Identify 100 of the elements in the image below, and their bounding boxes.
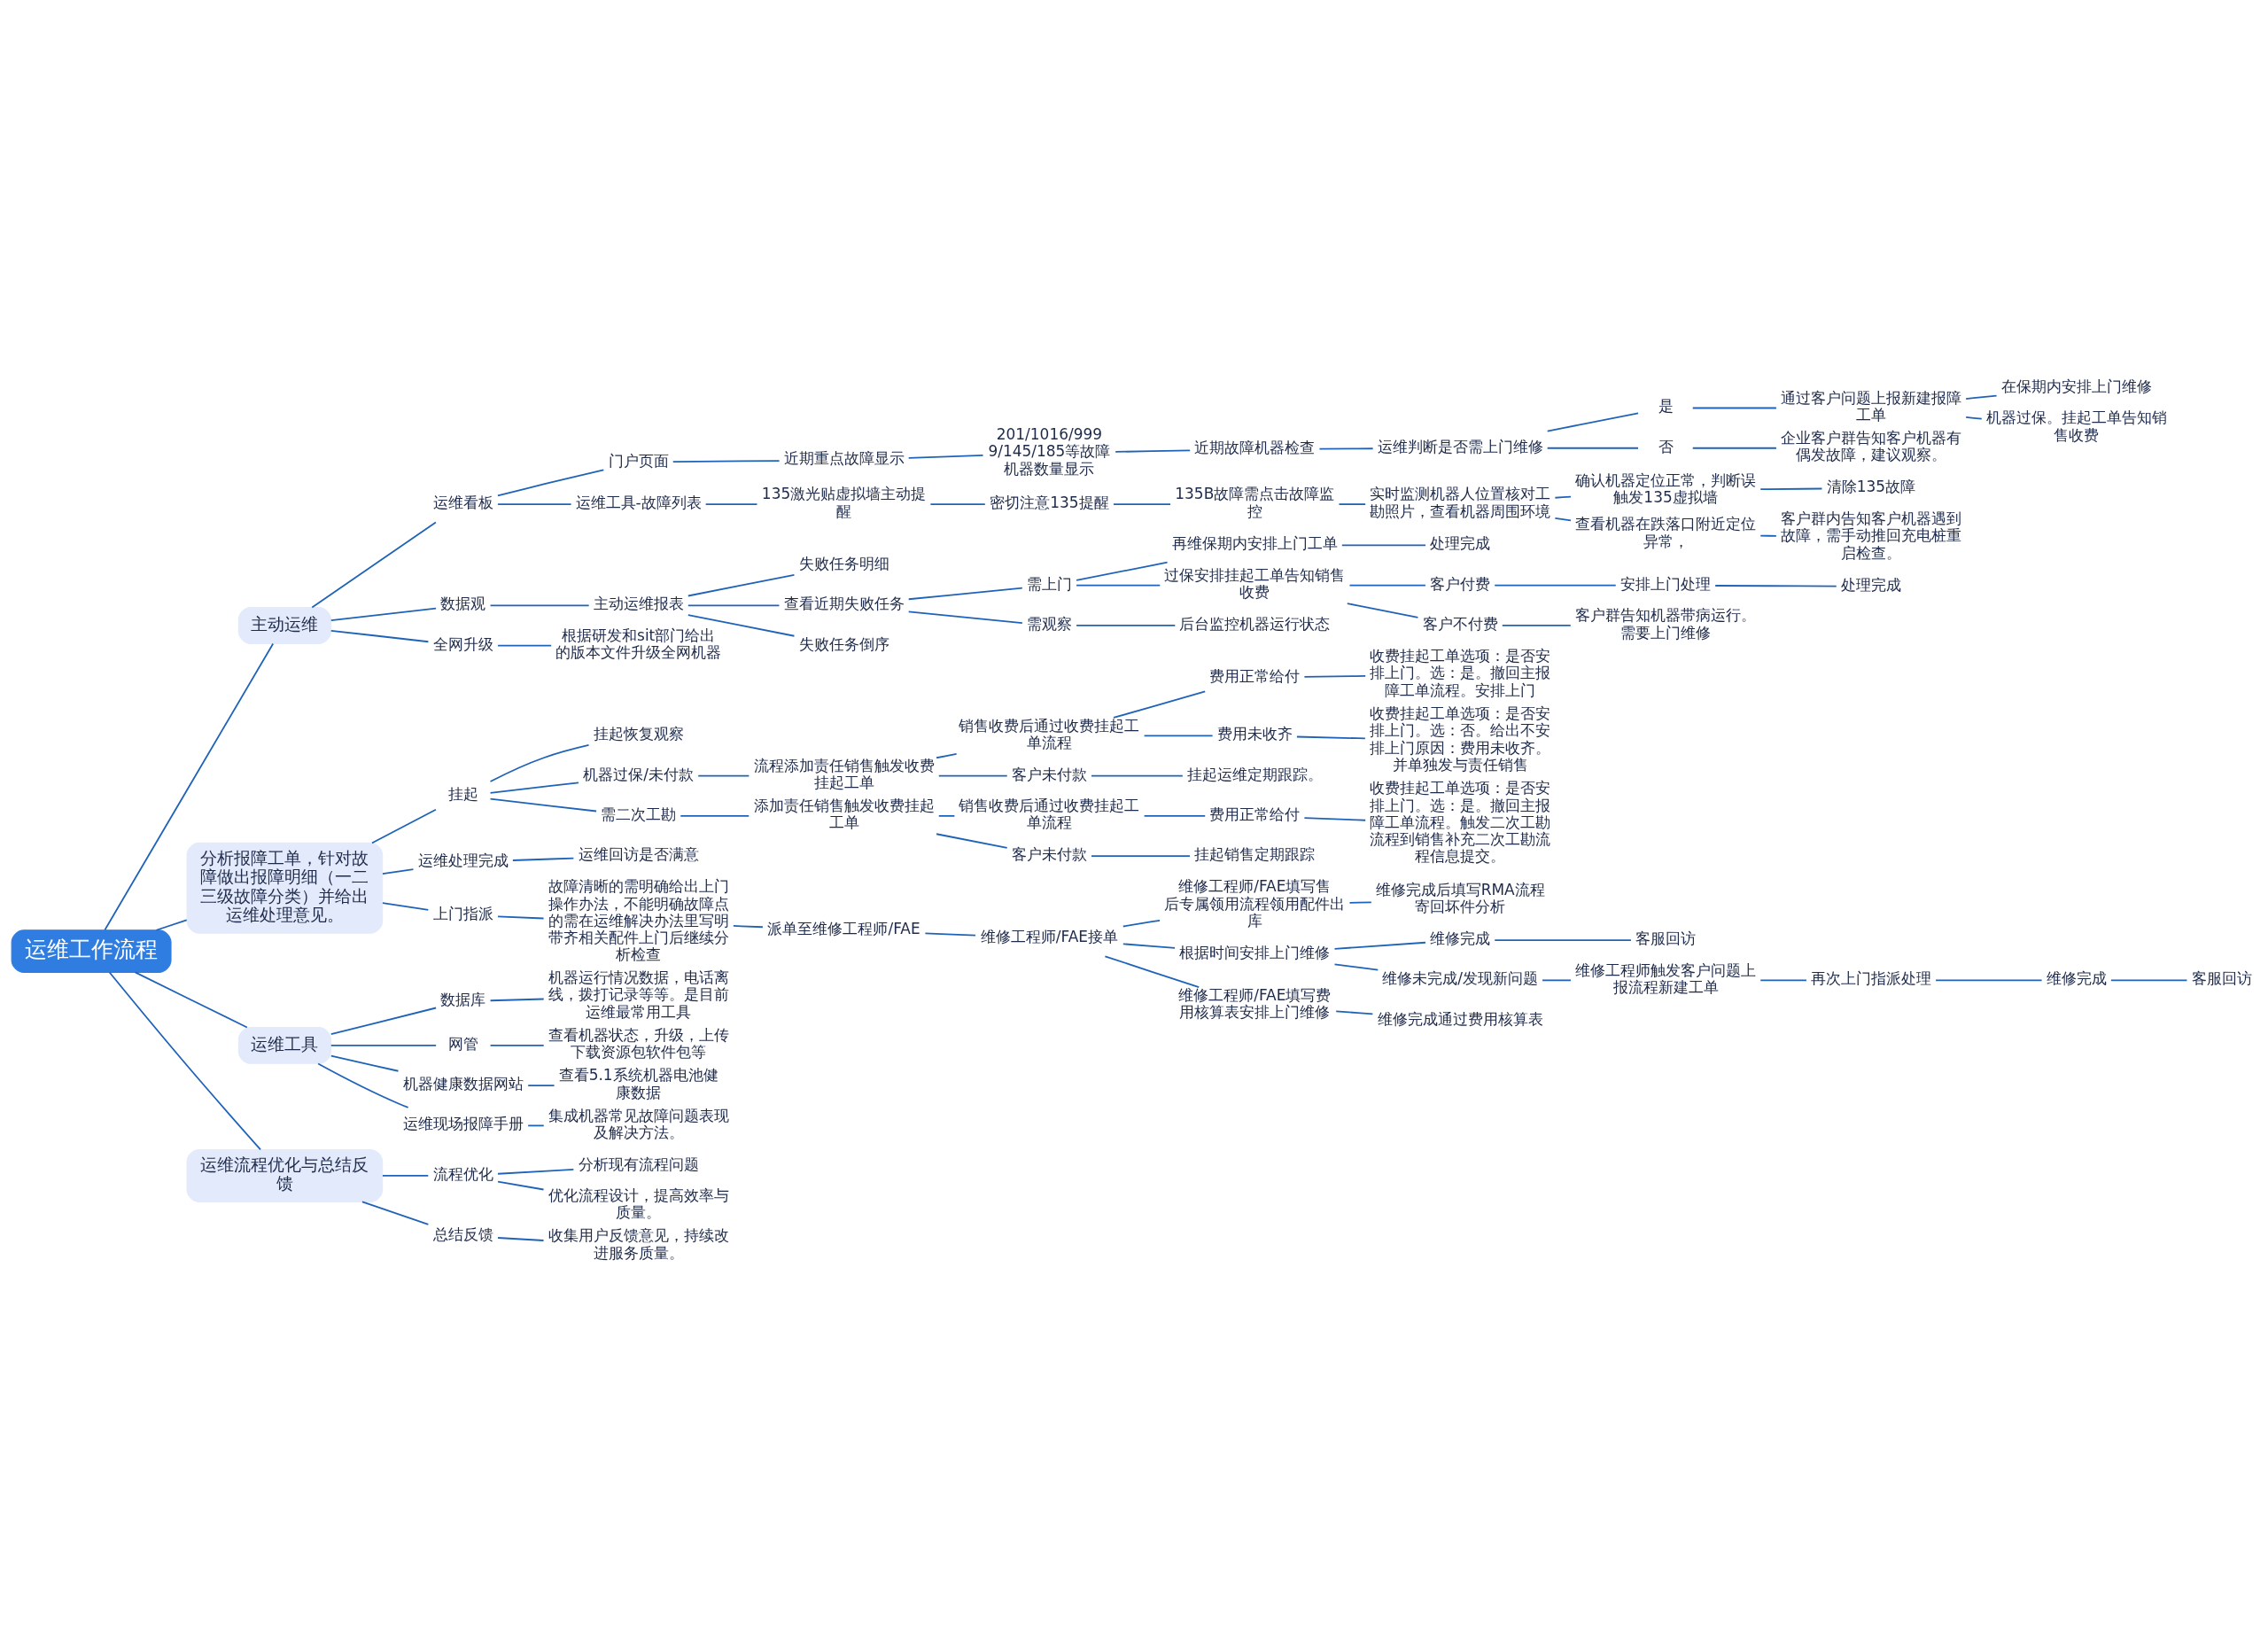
node-text: 维修工程师/FAE填写费用核算表安排上门维修 [1178, 985, 1332, 1021]
node-text: 清除135故障 [1826, 477, 1916, 495]
node-text: 客户未付款 [1011, 844, 1087, 863]
node-box: 运维工具 [237, 1026, 331, 1064]
connector [1494, 938, 1632, 941]
connector [697, 774, 750, 777]
connector [330, 1044, 437, 1046]
connector [1303, 674, 1367, 678]
connector [330, 1007, 437, 1035]
node-text: 收费挂起工单选项：是否安排上门。选：否。给出不安排上门原因：费用未收齐。并单独发与责任销售 [1370, 704, 1551, 774]
node-text: 收费挂起工单选项：是否安排上门。选：是。撤回主报障工单流程。安排上门 [1370, 646, 1551, 699]
node-text: 数据观 [440, 594, 486, 612]
node-text: 客户未付款 [1011, 765, 1087, 783]
node-text: 主动运维报表 [593, 594, 684, 612]
connector [311, 521, 437, 608]
node-box: 运维工作流程 [11, 929, 172, 973]
node-text: 查看机器在跌落口附近定位异常， [1575, 514, 1757, 550]
node-text: 查看机器状态，升级，上传下载资源包软件包等 [548, 1025, 729, 1061]
node-text: 机器健康数据网站 [402, 1074, 524, 1093]
connector [497, 644, 553, 646]
connector [907, 610, 1023, 624]
connector [1338, 502, 1367, 505]
connector [134, 971, 248, 1028]
connector [1348, 900, 1372, 904]
node-text: 失败任务倒序 [798, 634, 889, 653]
node-text: 是 [1658, 396, 1674, 415]
node-text: 密切注意135提醒 [990, 493, 1109, 511]
connector [1143, 814, 1207, 817]
connector [1501, 624, 1572, 626]
node-text: 故障清晰的需明确给出上门操作办法，不能明确故障点的需在运维解决办法里写明带齐相关配件上门后继续分析检查 [548, 876, 729, 963]
node-text: 确认机器定位正常，判断误触发135虚拟墙 [1575, 470, 1757, 506]
node-text: 根据研发和sit部门给出的版本文件升级全网机器 [555, 626, 722, 661]
connector [704, 502, 758, 505]
node-text: 需上门 [1026, 574, 1072, 593]
node-text: 后台监控机器运行状态 [1179, 614, 1331, 633]
node-text: 优化流程设计，提高效率与质量。 [548, 1186, 729, 1221]
connector [497, 1180, 545, 1190]
connector [687, 603, 781, 606]
node-box: 主动运维 [237, 606, 331, 644]
connector [907, 454, 984, 459]
connector [1113, 502, 1171, 505]
connector [489, 743, 590, 782]
node-text: 运维现场报障手册 [402, 1114, 524, 1132]
node-text: 维修未完成/发现新问题 [1382, 968, 1539, 987]
node-text: 网管 [447, 1034, 478, 1053]
connector [1113, 690, 1207, 719]
connector [527, 1084, 555, 1086]
connector [108, 971, 261, 1150]
connector [937, 774, 1008, 777]
connector [1546, 447, 1639, 449]
connector [1091, 774, 1184, 777]
connector [1691, 407, 1777, 408]
node-text: 销售收费后通过收费挂起工单流程 [959, 796, 1140, 831]
node-text: 近期故障机器检查 [1194, 438, 1316, 456]
connector [497, 915, 545, 919]
connector [672, 459, 781, 463]
node-text: 客户群内告知客户机器遇到故障，需手动推回充电桩重启检查。 [1780, 509, 1961, 562]
node-text: 135B故障需点击故障监控 [1175, 484, 1335, 520]
connector [361, 1201, 430, 1225]
node-text: 全网升级 [432, 634, 493, 653]
node-text: 机器过保。挂起工单告知销售收费 [1985, 408, 2167, 444]
connector [497, 1168, 575, 1175]
connector [1122, 942, 1176, 949]
node-text: 派单至维修工程师/FAE [767, 919, 920, 937]
node-box: 分析报障工单，针对故障做出报障明细（一二三级故障分类）并给出运维处理意见。 [186, 842, 384, 934]
connector [687, 613, 796, 637]
node-text: 否 [1658, 437, 1674, 455]
connector [1143, 734, 1214, 736]
connector [382, 901, 430, 911]
node-text: 需二次工勘 [601, 805, 677, 823]
connector [1318, 447, 1374, 449]
node-text: 安排上门处理 [1620, 574, 1712, 593]
connector [680, 814, 750, 817]
connector [497, 502, 572, 505]
node-text: 运维工具-故障列表 [575, 493, 702, 511]
node-text: 流程优化 [432, 1164, 493, 1183]
connector [1335, 1009, 1374, 1015]
connector [527, 1124, 545, 1126]
node-text: 查看近期失败任务 [783, 594, 905, 612]
node-text: 处理完成 [1840, 575, 1901, 594]
node-text: 销售收费后通过收费挂起工单流程 [959, 716, 1140, 751]
connector [330, 629, 430, 642]
node-text: 客户付费 [1430, 574, 1491, 593]
node-text: 维修完成后填写RMA流程寄回坏件分析 [1375, 880, 1545, 915]
connector [497, 469, 605, 496]
connector [1935, 978, 2043, 981]
node-text: 运维看板 [432, 493, 493, 511]
node-text: 运维回访是否满意 [578, 844, 699, 863]
node-text: 收集用户反馈意见，持续改进服务质量。 [548, 1225, 729, 1262]
node-text: 数据库 [440, 990, 486, 1008]
node-text: 费用正常给付 [1209, 666, 1301, 685]
node-text: 查看5.1系统机器电池健康数据 [558, 1065, 718, 1101]
connector [489, 603, 590, 606]
connector [1348, 584, 1426, 587]
node-text: 客服回访 [2191, 968, 2252, 987]
node-text: 失败任务明细 [798, 554, 889, 572]
node-text: 机器过保/未付款 [583, 765, 695, 783]
connector [1333, 941, 1426, 950]
node-text: 维修工程师/FAE接单 [980, 927, 1119, 945]
node-text: 再次上门指派处理 [1810, 968, 1931, 987]
